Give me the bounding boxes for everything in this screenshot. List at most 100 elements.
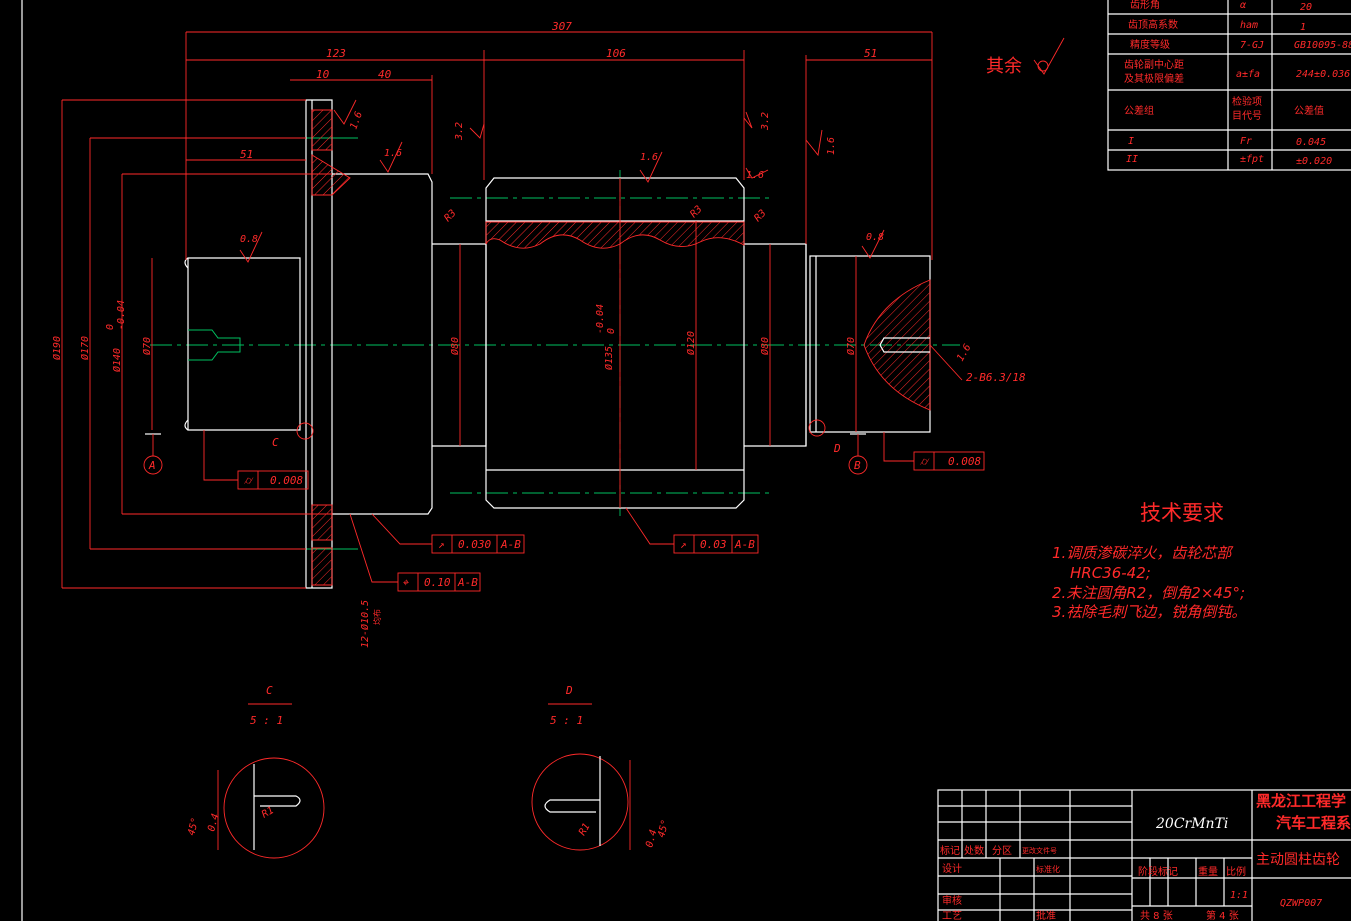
tb-count: 处数 [964, 844, 984, 857]
detail-d-a: 0.4 [644, 828, 659, 848]
dim-dia140: Ø140 [111, 348, 123, 372]
param-row-4-sym2: 目代号 [1232, 110, 1262, 122]
drawing-code: QZWP007 [1280, 898, 1322, 909]
param-row-6-val: ±0.020 [1296, 156, 1332, 167]
rough-right-journal: 0.8 [866, 232, 884, 243]
hub-section-top [311, 154, 351, 196]
rough-left-journal: 0.8 [240, 234, 258, 245]
rough-neck-left: 3.2 [454, 122, 465, 141]
rough-right-shoulder: 1.6 [826, 137, 837, 155]
param-row-3-sym: a±fa [1236, 69, 1260, 80]
center-hole-left [188, 329, 241, 361]
rough-gear-right: 1.6 [746, 170, 764, 181]
tolerance-frames [203, 344, 985, 592]
tol-4-ref: A-B [734, 538, 755, 551]
center-hole-section [863, 279, 931, 411]
flange-section-bottom2 [311, 547, 333, 586]
gdt-symbol-2: ⌭ [920, 455, 930, 468]
tb-weight: 重量 [1198, 865, 1218, 878]
gdt-symbol-3: ↗ [438, 538, 445, 551]
dim-dia70-right: Ø70 [845, 337, 857, 355]
dim-holes-note: 均布 [372, 609, 382, 625]
school-name-1: 黑龙江工程学 [1256, 792, 1346, 810]
dim-307: 307 [551, 20, 572, 33]
tol-4-value: 0.03 [700, 538, 727, 551]
datum-a: A [148, 459, 156, 472]
tol-5-value: 0.10 [424, 576, 451, 589]
rough-hub: 1.6 [384, 148, 402, 159]
dim-dia135-tol-lo: 0 [606, 328, 617, 334]
radius-r3-a: R3 [442, 208, 458, 224]
rough-gear-top: 1.6 [640, 152, 658, 163]
dim-51-left: 51 [240, 148, 253, 161]
rough-neck-right: 3.2 [760, 112, 771, 131]
dim-dia80-b: Ø80 [759, 337, 771, 355]
tb-mark: 标记 [940, 845, 960, 857]
gdt-symbol-5: ⌖ [402, 576, 409, 589]
requirements-title: 技术要求 [1140, 501, 1224, 525]
flange-section-bottom [311, 504, 333, 541]
param-row-4-sym: 检验项 [1232, 95, 1262, 108]
tol-3-ref: A-B [500, 538, 521, 551]
rough-top-flange: 1.6 [348, 110, 365, 131]
detail-d-scale: 5 : 1 [550, 714, 583, 727]
param-row-5-name: I [1128, 136, 1134, 147]
tb-approve: 批准 [1036, 909, 1056, 921]
tol-5-ref: A-B [457, 576, 478, 589]
technical-requirements: 技术要求 1.调质渗碳淬火，齿轮芯部 HRC36-42; 2.未注圆角R2，倒角… [1052, 501, 1246, 621]
requirement-1: 1.调质渗碳淬火，齿轮芯部 [1052, 544, 1234, 562]
param-row-2-name: 精度等级 [1130, 38, 1170, 51]
param-row-5-sym: Fr [1240, 136, 1252, 147]
tb-sheet: 第 4 张 [1206, 909, 1239, 921]
dim-123: 123 [326, 47, 346, 60]
detail-d-b: 45° [656, 818, 671, 838]
tb-zone: 分区 [992, 845, 1012, 857]
dim-dia135-tol-up: -0.04 [595, 304, 606, 334]
detail-c-r: R1 [260, 805, 276, 821]
gear-tooth-section [485, 221, 745, 249]
dim-centers: 2-B6.3/18 [966, 371, 1026, 384]
tb-scale: 比例 [1226, 865, 1246, 878]
detail-c-circle [296, 422, 314, 440]
detail-c-letter: C [272, 436, 279, 449]
param-row-0-val: 20 [1300, 2, 1312, 13]
tb-process: 工艺 [942, 910, 962, 921]
detail-d-letter: D [833, 442, 841, 455]
gear-parameter-table: 齿形角 α 20 齿顶高系数 ham 1 精度等级 7-GJ GB10095-8… [1107, 0, 1351, 171]
radius-r3-b: R3 [688, 204, 704, 220]
rough-others-label: 其余 [986, 56, 1022, 77]
param-row-2-sym: 7-GJ [1240, 40, 1264, 51]
param-row-5-val: 0.045 [1296, 137, 1326, 148]
gdt-symbol-1: ⌭ [244, 474, 254, 487]
dim-dia80-a: Ø80 [449, 337, 461, 355]
dim-dia120: Ø120 [685, 331, 697, 355]
requirement-2: 2.未注圆角R2，倒角2×45°; [1052, 584, 1245, 602]
detail-d-r: R1 [577, 822, 593, 838]
tb-design: 设计 [942, 862, 962, 875]
param-row-3-name: 齿轮副中心距 [1124, 58, 1184, 71]
param-row-3-name2: 及其极限偏差 [1124, 72, 1184, 85]
tb-review: 审核 [942, 894, 962, 907]
tol-3-value: 0.030 [458, 538, 491, 551]
tol-2-value: 0.008 [948, 455, 981, 468]
param-row-2-val: GB10095-88 [1294, 40, 1351, 51]
param-row-1-val: 1 [1300, 22, 1306, 33]
tol-1-value: 0.008 [270, 474, 303, 487]
detail-c-label: C [266, 684, 273, 697]
dim-holes: 12-Ø10.5 [359, 600, 371, 648]
requirement-3: 3.祛除毛刺飞边，锐角倒钝。 [1052, 603, 1246, 621]
dimension-lines [61, 31, 933, 589]
tb-scale-value: 1:1 [1230, 890, 1248, 901]
flange-section-top [311, 109, 333, 151]
tb-total: 共 8 张 [1140, 910, 1173, 921]
dim-dia135: Ø135 [603, 346, 615, 370]
dim-dia140-tol-lo: -0.04 [116, 300, 127, 330]
detail-d-view: D 5 : 1 R1 0.4 45° [531, 684, 672, 851]
param-row-4-val: 公差值 [1294, 104, 1324, 117]
rough-center-hole: 1.6 [955, 342, 974, 363]
param-row-4-name: 公差组 [1124, 104, 1154, 117]
requirement-1b: HRC36-42; [1070, 564, 1151, 582]
datum-b: B [854, 459, 861, 472]
dim-10: 10 [316, 68, 330, 81]
